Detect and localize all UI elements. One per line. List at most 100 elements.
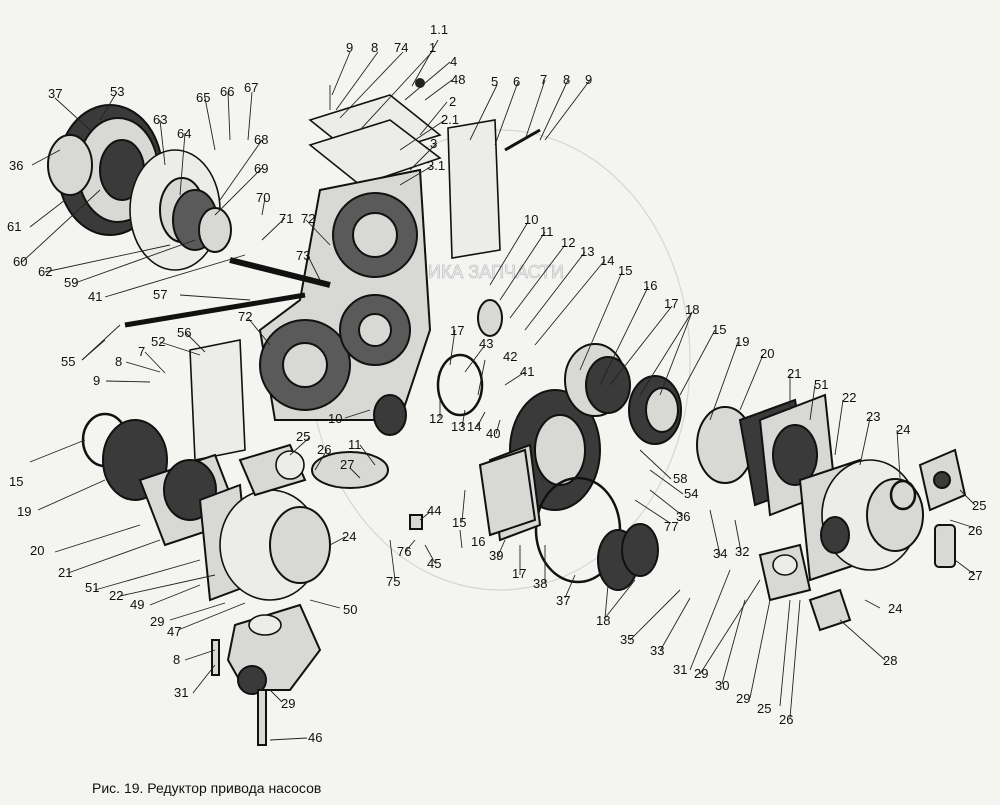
callout-72-lower: 72 bbox=[238, 309, 252, 324]
callout-41: 41 bbox=[88, 289, 102, 304]
callout-29-right: 29 bbox=[694, 666, 708, 681]
callout-41-center: 41 bbox=[520, 364, 534, 379]
plug-44 bbox=[409, 514, 423, 530]
callout-2-1: 2.1 bbox=[441, 112, 459, 127]
callout-1: 1 bbox=[429, 40, 436, 55]
callout-27: 27 bbox=[340, 457, 354, 472]
callout-29-bottom: 29 bbox=[281, 696, 295, 711]
callout-19-left: 19 bbox=[17, 504, 31, 519]
seal-12 bbox=[477, 299, 503, 337]
callout-25-right: 25 bbox=[972, 498, 986, 513]
callout-1-1: 1.1 bbox=[430, 22, 448, 37]
callout-23: 23 bbox=[866, 409, 880, 424]
callout-17-center: 17 bbox=[450, 323, 464, 338]
callout-17: 17 bbox=[664, 296, 678, 311]
parts bbox=[47, 78, 967, 746]
callout-76: 76 bbox=[397, 544, 411, 559]
callout-36-center: 36 bbox=[676, 509, 690, 524]
callout-14-lower: 14 bbox=[467, 419, 481, 434]
callout-8-left: 8 bbox=[115, 354, 122, 369]
callout-51: 51 bbox=[814, 377, 828, 392]
callout-19: 19 bbox=[735, 334, 749, 349]
callout-3: 3 bbox=[430, 136, 437, 151]
callout-71: 71 bbox=[279, 211, 293, 226]
callout-30: 30 bbox=[715, 678, 729, 693]
callout-14: 14 bbox=[600, 253, 614, 268]
callout-33: 33 bbox=[650, 643, 664, 658]
callout-13-lower: 13 bbox=[451, 419, 465, 434]
callout-70: 70 bbox=[256, 190, 270, 205]
callout-12-lower: 12 bbox=[429, 411, 443, 426]
callout-44: 44 bbox=[427, 503, 441, 518]
callout-9-left: 9 bbox=[93, 373, 100, 388]
callout-12: 12 bbox=[561, 235, 575, 250]
callout-77: 77 bbox=[664, 519, 678, 534]
callout-29: 29 bbox=[150, 614, 164, 629]
callout-25-lower: 25 bbox=[757, 701, 771, 716]
callout-64: 64 bbox=[177, 126, 191, 141]
fitting-39 bbox=[478, 448, 537, 537]
callout-62: 62 bbox=[38, 264, 52, 279]
callout-28: 28 bbox=[883, 653, 897, 668]
callout-13: 13 bbox=[580, 244, 594, 259]
callout-16: 16 bbox=[643, 278, 657, 293]
callout-21: 21 bbox=[787, 366, 801, 381]
callout-10-lower: 10 bbox=[328, 411, 342, 426]
callout-22-left: 22 bbox=[109, 588, 123, 603]
gasket-27 bbox=[311, 451, 389, 489]
callout-55: 55 bbox=[61, 354, 75, 369]
plate-5 bbox=[447, 119, 541, 259]
callout-21-left: 21 bbox=[58, 565, 72, 580]
callout-72: 72 bbox=[301, 211, 315, 226]
callout-34: 34 bbox=[713, 546, 727, 561]
callout-20: 20 bbox=[760, 346, 774, 361]
callout-25: 25 bbox=[296, 429, 310, 444]
callout-17-lower: 17 bbox=[512, 566, 526, 581]
callout-16-lower: 16 bbox=[471, 534, 485, 549]
callout-26-right: 26 bbox=[968, 523, 982, 538]
callout-67: 67 bbox=[244, 80, 258, 95]
housing-3 bbox=[258, 168, 432, 421]
callout-65: 65 bbox=[196, 90, 210, 105]
top-cover bbox=[308, 78, 442, 186]
shaft-57 bbox=[124, 292, 306, 328]
callout-9: 9 bbox=[346, 40, 353, 55]
callout-24-right: 24 bbox=[888, 601, 902, 616]
figure-caption: Рис. 19. Редуктор привода насосов bbox=[92, 780, 322, 796]
callout-24-center: 24 bbox=[342, 529, 356, 544]
callout-74: 74 bbox=[394, 40, 408, 55]
callout-26-lower: 26 bbox=[779, 712, 793, 727]
callout-51-left: 51 bbox=[85, 580, 99, 595]
plate-56 bbox=[189, 339, 246, 461]
ring-24-right bbox=[889, 479, 917, 511]
callout-4: 4 bbox=[450, 54, 457, 69]
fitting-28 bbox=[758, 543, 852, 632]
callout-15-lower: 15 bbox=[452, 515, 466, 530]
callout-18: 18 bbox=[685, 302, 699, 317]
leader-lines bbox=[21, 39, 976, 741]
callout-2: 2 bbox=[449, 94, 456, 109]
callout-31: 31 bbox=[673, 662, 687, 677]
shaft-41 bbox=[229, 257, 331, 288]
callout-37: 37 bbox=[48, 86, 62, 101]
callout-46: 46 bbox=[308, 730, 322, 745]
callout-37-lower: 37 bbox=[556, 593, 570, 608]
bearing-16 bbox=[564, 343, 631, 417]
callout-57: 57 bbox=[153, 287, 167, 302]
callout-7-left: 7 bbox=[138, 344, 145, 359]
callout-20-left: 20 bbox=[30, 543, 44, 558]
callout-38: 38 bbox=[533, 576, 547, 591]
callout-32: 32 bbox=[735, 544, 749, 559]
callout-8: 8 bbox=[371, 40, 378, 55]
callout-56: 56 bbox=[177, 325, 191, 340]
callout-60: 60 bbox=[13, 254, 27, 269]
pump-22-left bbox=[198, 483, 331, 602]
callout-22: 22 bbox=[842, 390, 856, 405]
pump-23-right bbox=[798, 458, 924, 582]
callout-18-lower: 18 bbox=[596, 613, 610, 628]
callout-50: 50 bbox=[343, 602, 357, 617]
callout-31-left: 31 bbox=[174, 685, 188, 700]
callout-61: 61 bbox=[7, 219, 21, 234]
bearing-12-lower bbox=[373, 394, 407, 436]
callout-24: 24 bbox=[896, 422, 910, 437]
